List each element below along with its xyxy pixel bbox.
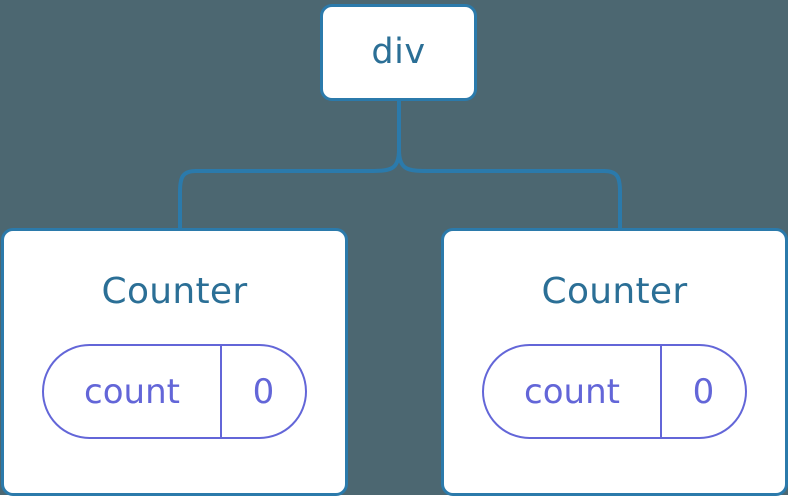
state-value-right: 0	[692, 371, 715, 412]
state-pill-right[interactable]: count 0	[482, 344, 747, 439]
connector-root-to-left-child	[178, 149, 401, 230]
node-counter-left[interactable]: Counter count 0	[1, 228, 348, 496]
state-key-left: count	[44, 346, 222, 437]
connector-root-to-right-child	[397, 149, 622, 230]
node-counter-right-label: Counter	[541, 271, 688, 312]
state-key-right: count	[484, 346, 662, 437]
state-value-left: 0	[252, 371, 275, 412]
node-div[interactable]: div	[320, 4, 477, 101]
state-pill-left[interactable]: count 0	[42, 344, 307, 439]
node-div-label: div	[371, 32, 426, 72]
node-counter-left-label: Counter	[101, 271, 248, 312]
node-counter-right[interactable]: Counter count 0	[441, 228, 788, 496]
